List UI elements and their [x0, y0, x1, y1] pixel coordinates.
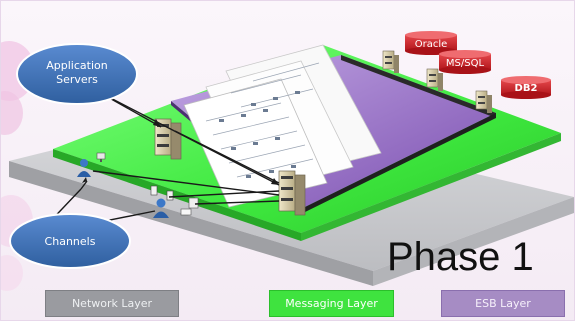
channel-user-left	[77, 152, 106, 177]
application-servers-label-line2: Servers	[56, 73, 98, 86]
legend-messaging-layer: Messaging Layer	[269, 290, 394, 317]
channel-user-right	[150, 185, 199, 218]
legend-esb-layer: ESB Layer	[441, 290, 565, 317]
decorative-shapes	[1, 41, 35, 291]
database-server-oracle	[382, 50, 399, 73]
db2-label: DB2	[515, 83, 538, 94]
application-servers-callout	[16, 43, 138, 105]
database-server-db2	[475, 90, 492, 113]
database-server-mssql	[426, 68, 443, 91]
channels-callout	[9, 213, 131, 269]
arrowheads	[82, 119, 279, 185]
mssql-database-cylinder	[439, 50, 491, 74]
channels-label: Channels	[45, 235, 96, 248]
oracle-label: Oracle	[415, 39, 448, 50]
mssql-label: MS/SQL	[446, 58, 485, 69]
application-servers-label-line1: Application	[46, 59, 107, 72]
db2-database-cylinder	[501, 76, 551, 99]
phase-title: Phase 1	[387, 235, 534, 279]
legend-network-layer: Network Layer	[45, 290, 179, 317]
application-server-stack-lower	[278, 170, 306, 216]
